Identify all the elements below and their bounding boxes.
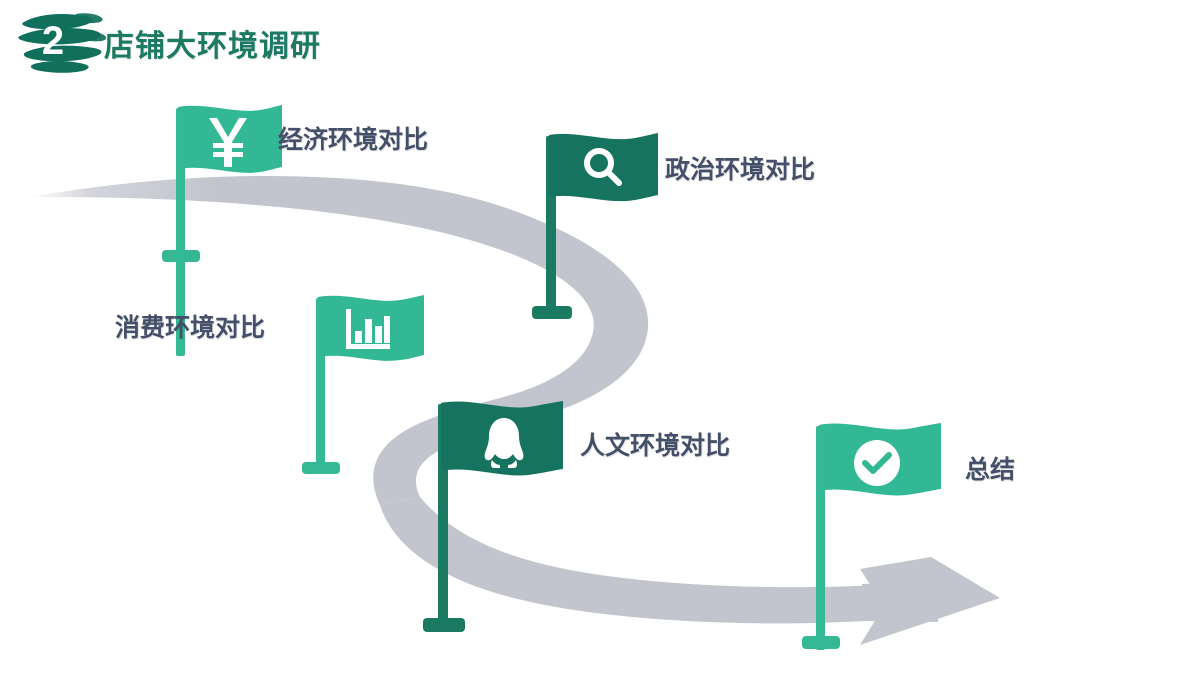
- flag-pole-base: [532, 306, 572, 319]
- flag-cloth: [318, 295, 424, 361]
- road-lower-curve: [380, 497, 880, 624]
- milestone-political[interactable]: 政治环境对比: [530, 128, 870, 319]
- flag-cloth: [441, 401, 563, 476]
- milestone-label-cultural: 人文环境对比: [580, 432, 731, 460]
- flag-pole: [438, 404, 448, 632]
- milestone-summary[interactable]: 总结: [800, 418, 1080, 658]
- milestone-label-consumption: 消费环境对比: [115, 314, 266, 342]
- flag-pole-base: [302, 462, 340, 474]
- road-arrowhead-icon: [860, 557, 1000, 645]
- milestone-label-economic: 经济环境对比: [278, 126, 429, 154]
- flag-cloth: [178, 105, 282, 173]
- flag-pole-base: [423, 618, 465, 632]
- flag-pole: [176, 108, 185, 356]
- flag-cloth: [819, 423, 941, 496]
- brush-stroke-icon: [18, 13, 106, 73]
- milestone-economic[interactable]: 经济环境对比: [160, 100, 480, 356]
- badge-number-text: 2: [41, 18, 65, 63]
- flag-pole: [816, 426, 825, 650]
- page-title: 店铺大环境调研: [104, 30, 321, 63]
- milestone-label-summary: 总结: [965, 456, 1016, 484]
- flag-pole: [316, 298, 325, 470]
- flag-pole-base: [162, 250, 200, 262]
- flag-cloth: [549, 133, 658, 202]
- milestone-label-political: 政治环境对比: [665, 156, 816, 184]
- slide-header: 2 店铺大环境调研: [0, 0, 1200, 90]
- flag-pole: [546, 136, 556, 314]
- flag-pole-base: [802, 636, 840, 649]
- milestone-cultural[interactable]: 人文环境对比: [420, 396, 780, 646]
- section-number-badge: 2: [18, 8, 106, 74]
